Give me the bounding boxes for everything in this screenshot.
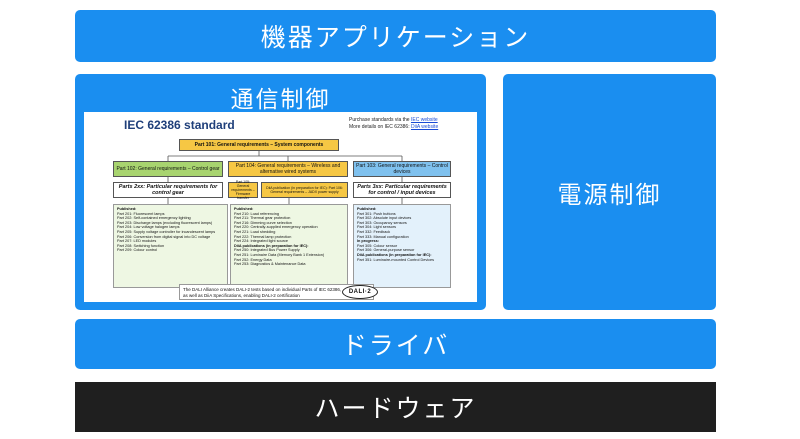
list-item: Part 208: Switching function: [117, 243, 165, 248]
iec-62386-figure: IEC 62386 standard Purchase standards vi…: [84, 112, 477, 302]
list-heading: In progress:: [357, 239, 379, 244]
list-item: Part 201: Fluorescent lamps: [117, 211, 165, 216]
list-heading: DiiA publications (in preparation for IE…: [234, 243, 309, 248]
power-control-label: 電源制御: [557, 180, 662, 209]
list-item: Part 305: Colour sensor: [357, 243, 398, 248]
list-item: Part 332: Feedback: [357, 229, 391, 234]
list-item: Part 203: Discharge lamps (excluding flu…: [117, 220, 213, 225]
communication-control-panel: 通信制御 IEC 62386 standard Purchase standar…: [75, 74, 486, 310]
iec-standard-title: IEC 62386 standard: [124, 118, 235, 132]
list-item: Part 210: Load referencing: [234, 211, 279, 216]
list-item: Part 207: LED modules: [117, 239, 157, 244]
part-103-box: Part 103: General requirements – Control…: [353, 161, 451, 177]
hardware-layer: ハードウェア: [75, 382, 716, 432]
list-item: Part 209: Colour control: [117, 248, 158, 253]
list-heading: Published:: [117, 207, 137, 211]
list-item: Part 211: Thermal gear protection: [234, 216, 291, 221]
dali-alliance-note: The DALI Alliance creates DALI-2 tests b…: [179, 284, 374, 300]
list-heading: Published:: [234, 207, 254, 211]
driver-layer-label: ドライバ: [341, 331, 450, 360]
list-heading: Published:: [357, 207, 377, 211]
list-item: Part 252: Energy Data: [234, 257, 272, 262]
list-item: Part 250: Integrated Bus Power Supply: [234, 248, 300, 253]
purchase-info: Purchase standards via the IEC website M…: [349, 117, 469, 130]
diia-part-106-box: DiiA publication (in preparation for IEC…: [261, 182, 348, 198]
communication-control-title: 通信制御: [230, 87, 331, 113]
control-gear-extensions-list: Published: Part 210: Load referencing Pa…: [230, 204, 348, 288]
list-item: Part 351: Luminaire-mounted Control Devi…: [357, 257, 435, 262]
dali-note-text: The DALI Alliance creates DALI-2 tests b…: [183, 287, 342, 298]
list-item: Part 216: Dimming curve selection: [234, 220, 292, 225]
list-item: Part 253: Diagnostics & Maintenance Data: [234, 262, 306, 267]
list-item: Part 303: Occupancy sensors: [357, 220, 407, 225]
list-item: Part 333: Manual configuration: [357, 234, 409, 239]
purchase-text: Purchase standards via the: [349, 117, 411, 123]
list-heading: DiiA publications (in preparation for IE…: [357, 252, 432, 257]
hardware-layer-label: ハードウェア: [314, 394, 477, 423]
list-item: Part 302: Absolute input devices: [357, 216, 412, 221]
list-item: Part 204: Low voltage halogen lamps: [117, 225, 180, 230]
part-102-box: Part 102: General requirements – Control…: [113, 161, 223, 177]
parts-2xx-box: Parts 2xx: Particular requirements for c…: [113, 182, 223, 198]
control-devices-list: Published: Part 301: Push buttons Part 3…: [353, 204, 451, 288]
list-item: Part 202: Self-contained emergency light…: [117, 216, 191, 221]
list-item: Part 306: General-purpose sensor: [357, 248, 415, 253]
connector-lines: [167, 151, 403, 204]
iec-website-link[interactable]: IEC website: [410, 117, 438, 123]
application-layer-label: 機器アプリケーション: [260, 23, 531, 52]
part-101-box: Part 101: General requirements – System …: [179, 139, 339, 151]
power-control-panel: 電源制御: [503, 74, 716, 310]
list-item: Part 220: Centrally-supplied emergency o…: [234, 225, 318, 230]
list-item: Part 304: Light sensors: [357, 225, 397, 230]
list-item: Part 205: Supply voltage controller for …: [117, 229, 216, 234]
part-105-box: Part 105: General requirements – Firmwar…: [228, 180, 258, 200]
list-item: Part 206: Conversion from digital signal…: [117, 234, 211, 239]
diia-website-link[interactable]: DiiA website: [410, 123, 439, 130]
list-item: Part 301: Push buttons: [357, 211, 396, 216]
list-item: Part 222: Thermal lamp protection: [234, 234, 292, 239]
part-104-box: Part 104: General requirements – Wireles…: [228, 161, 348, 177]
list-item: Part 221: Load shedding: [234, 229, 276, 234]
list-item: Part 251: Luminaire Data (Memory Bank 1 …: [234, 252, 325, 257]
dali2-logo: DALI·2: [342, 285, 378, 299]
application-layer: 機器アプリケーション: [75, 10, 716, 62]
parts-3xx-box: Parts 3xx: Particular requirements for c…: [353, 182, 451, 198]
details-text: More details on IEC 62386:: [349, 123, 411, 130]
list-item: Part 224: Integrated light source: [234, 239, 289, 244]
driver-layer: ドライバ: [75, 319, 716, 369]
control-gear-parts-list: Published: Part 201: Fluorescent lamps P…: [113, 204, 228, 288]
